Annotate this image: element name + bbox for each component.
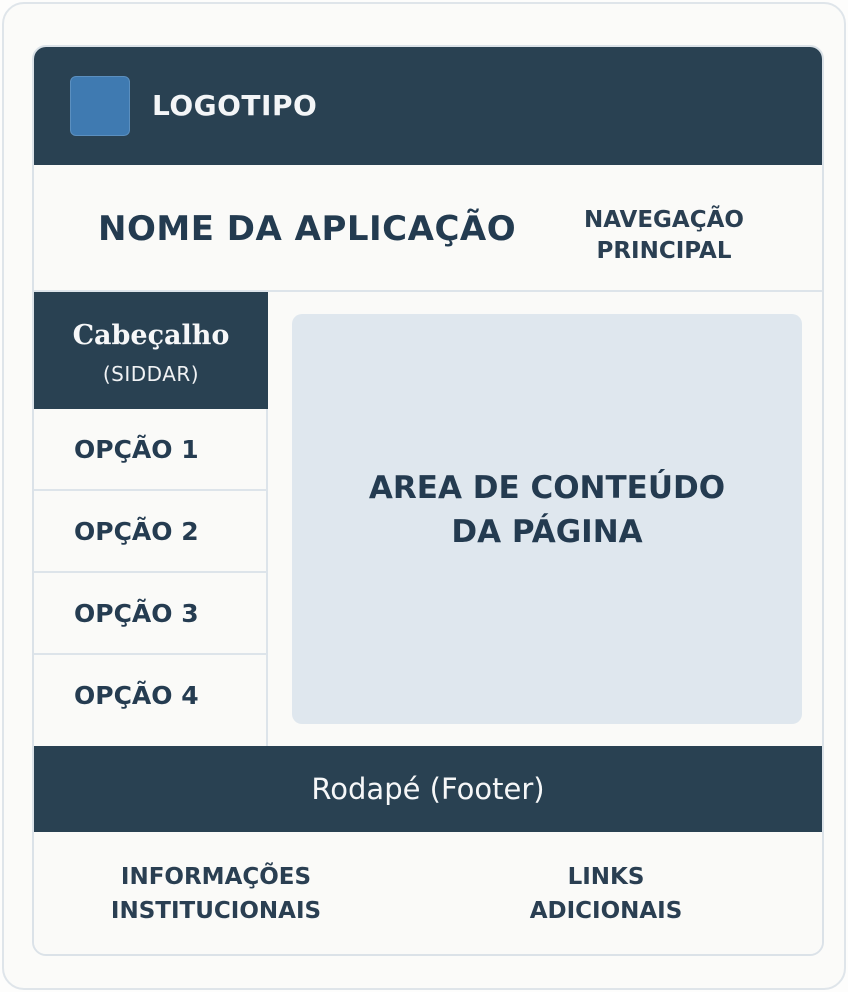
- sidebar-item-option-4[interactable]: OPÇÃO 4: [34, 655, 266, 746]
- footer-institutional-info[interactable]: INFORMAÇÕES INSTITUCIONAIS: [110, 864, 322, 924]
- footer-title: Rodapé (Footer): [311, 772, 545, 806]
- sidebar-item-option-2[interactable]: OPÇÃO 2: [34, 491, 266, 573]
- sidebar-item-label: OPÇÃO 3: [74, 599, 199, 628]
- sidebar-item-option-3[interactable]: OPÇÃO 3: [34, 573, 266, 655]
- sidebar-subtitle: (SIDDAR): [102, 362, 200, 386]
- layout-wireframe: LOGOTIPO NOME DA APLICAÇÃO NAVEGAÇÃO PRI…: [32, 45, 824, 956]
- sidebar-item-label: OPÇÃO 2: [74, 517, 199, 546]
- content-area-label: AREA DE CONTEÚDO DA PÁGINA: [368, 470, 726, 550]
- app-title-bar: NOME DA APLICAÇÃO NAVEGAÇÃO PRINCIPAL: [34, 165, 822, 292]
- footer-additional-links[interactable]: LINKS ADICIONAIS: [529, 864, 683, 924]
- sidebar-item-label: OPÇÃO 1: [74, 435, 199, 464]
- footer-bar: Rodapé (Footer): [34, 746, 822, 832]
- top-header-bar: LOGOTIPO: [34, 47, 822, 165]
- content-area: AREA DE CONTEÚDO DA PÁGINA: [292, 314, 802, 724]
- sidebar-item-option-1[interactable]: OPÇÃO 1: [34, 409, 266, 491]
- sidebar-item-label: OPÇÃO 4: [74, 681, 199, 710]
- main-content: AREA DE CONTEÚDO DA PÁGINA: [270, 292, 822, 746]
- sidebar: Cabeçalho (SIDDAR) OPÇÃO 1 OPÇÃO 2 OPÇÃO…: [34, 292, 268, 746]
- app-name: NOME DA APLICAÇÃO: [98, 209, 517, 249]
- logo-icon[interactable]: [70, 76, 130, 136]
- sidebar-header: Cabeçalho (SIDDAR): [34, 292, 268, 409]
- logo-text[interactable]: LOGOTIPO: [152, 89, 318, 122]
- sidebar-title: Cabeçalho: [72, 320, 230, 351]
- footer-links-section: INFORMAÇÕES INSTITUCIONAIS LINKS ADICION…: [34, 832, 822, 954]
- main-navigation[interactable]: NAVEGAÇÃO PRINCIPAL: [584, 207, 744, 264]
